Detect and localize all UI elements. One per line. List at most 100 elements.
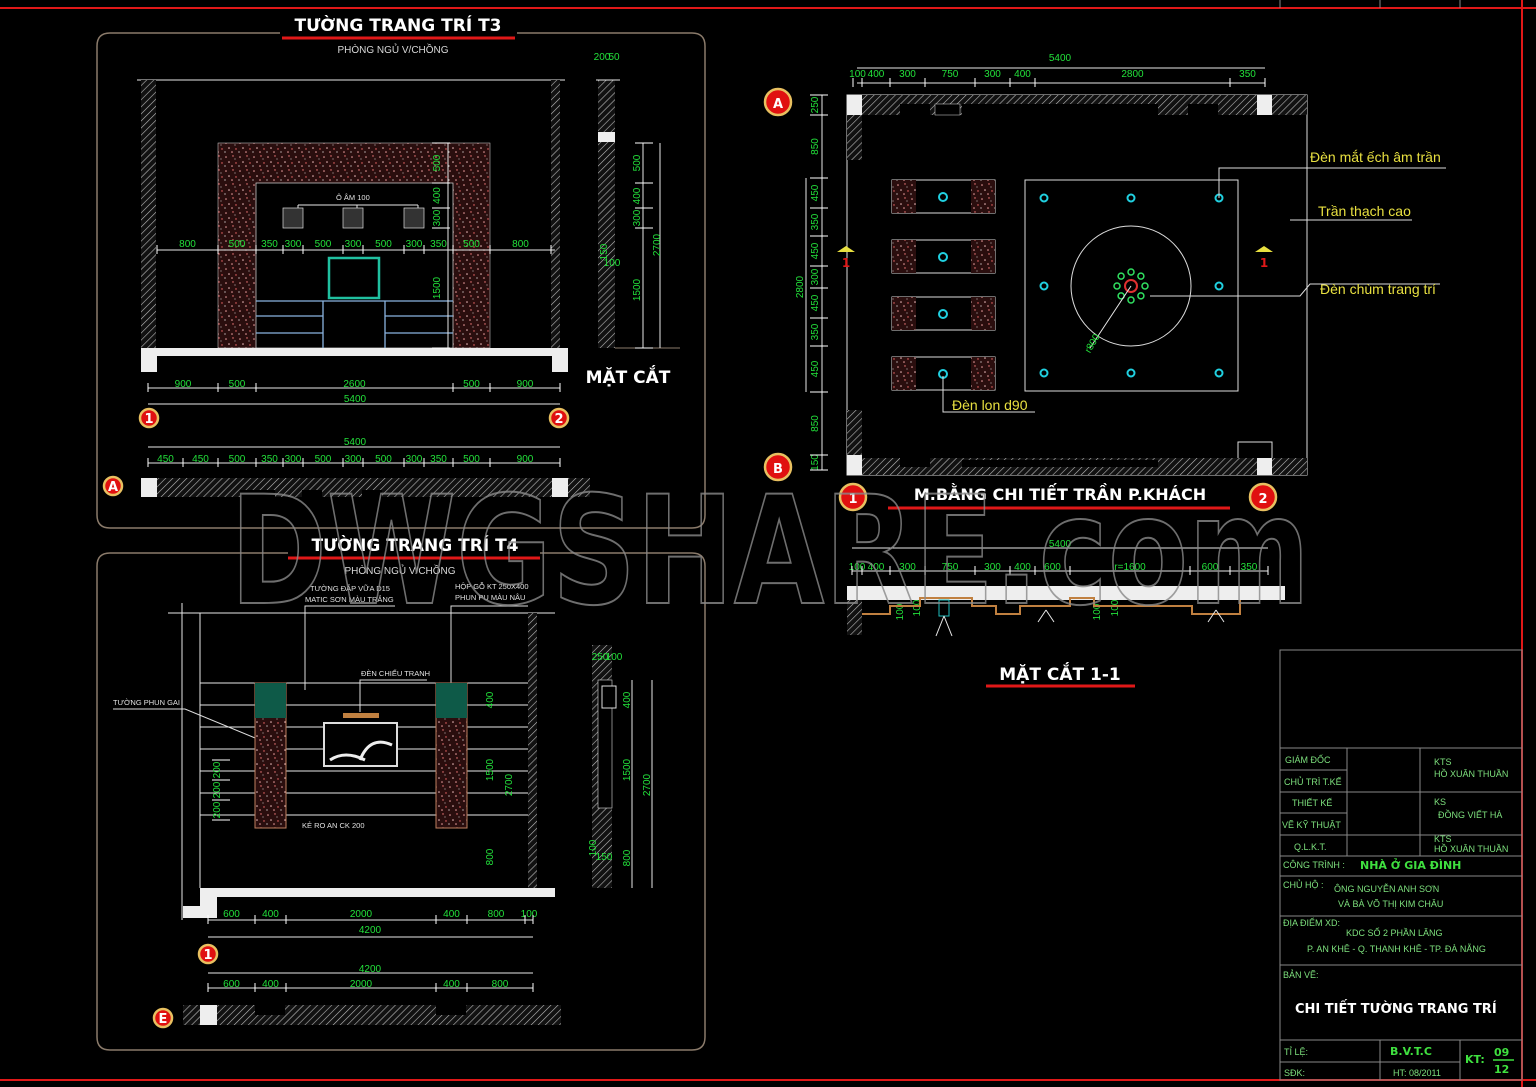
dimension-label: 1500 (632, 278, 643, 301)
dimension-label: 2700 (652, 233, 663, 256)
t3-subtitle: PHÒNG NGỦ V/CHỒNG (337, 43, 448, 56)
ceiling-axis-bubbles: A B 1 2 (763, 87, 1278, 512)
dimension-label: 100 (606, 652, 623, 663)
label-chandelier: Đèn chùm trang trí (1320, 281, 1436, 297)
dimension-label: 100 (1110, 599, 1121, 616)
svg-text:KTS: KTS (1434, 757, 1452, 767)
dimension-label: 100 (895, 603, 906, 620)
tb-director: GIÁM ĐỐC (1285, 754, 1331, 765)
dimension-label: 400 (443, 909, 460, 920)
watermark: DWGSHARE.com (230, 465, 1310, 639)
dimension-label: 800 (179, 239, 196, 250)
tb-owner-1: ÔNG NGUYỄN ANH SƠN (1334, 883, 1439, 894)
eyeball-light-icon (1039, 193, 1049, 203)
dimension-label: 400 (1014, 562, 1031, 573)
eyeball-light-icon (1214, 368, 1224, 378)
dimension-label: 200 (212, 801, 223, 818)
dimension-label: 800 (488, 909, 505, 920)
dimension-label: 500 (229, 239, 246, 250)
tb-name-1: HỒ XUÂN THUẦN (1434, 768, 1508, 779)
tb-date: HT: 08/2011 (1393, 1068, 1441, 1078)
ceiling-title: M.BẰNG CHI TIẾT TRẦN P.KHÁCH (914, 483, 1206, 504)
dimension-label: 350 (810, 323, 821, 340)
dimension-label: 350 (261, 454, 278, 465)
t3-dim-total: 5400 (344, 394, 367, 405)
dimension-label: 100 (849, 562, 866, 573)
dimension-label: 2800 (1121, 69, 1144, 80)
dimension-label: 450 (192, 454, 209, 465)
dimension-label: 600 (1202, 562, 1219, 573)
tb-sheet-total: 12 (1494, 1063, 1509, 1076)
svg-text:1: 1 (144, 412, 153, 427)
note-sprayed-wall: TƯỜNG PHUN GAI (113, 698, 180, 707)
tb-drafter: VẼ KỸ THUẬT (1282, 820, 1341, 830)
svg-text:E: E (159, 1012, 168, 1027)
section11-title: MẶT CẮT 1-1 (999, 661, 1120, 685)
dimension-label: 350 (810, 213, 821, 230)
dimension-label: 350 (1241, 562, 1258, 573)
dimension-label: 450 (810, 294, 821, 311)
note-wall-finish: MATIC SƠN MÀU TRẮNG (305, 595, 394, 604)
dimension-label: 350 (430, 239, 447, 250)
svg-text:KTS: KTS (1434, 834, 1452, 844)
tb-name-2: ĐỒNG VIẾT HÀ (1438, 809, 1502, 820)
dimension-label: 900 (175, 379, 192, 390)
downlights (891, 179, 996, 391)
tv-cabinet (256, 300, 453, 348)
dimension-label: 100 (604, 258, 621, 269)
dimension-label: 350 (261, 239, 278, 250)
t4-panel: TƯỜNG TRANG TRÍ T4 PHÒNG NGỦ V/CHỒNG TƯỜ… (96, 534, 706, 1051)
label-downlight: Đèn lon d90 (952, 397, 1028, 413)
dimension-label: 200 (212, 761, 223, 778)
tb-name-3: HỒ XUÂN THUẦN (1434, 843, 1508, 854)
title-block: GIÁM ĐỐC CHỦ TRÌ T.KẾ THIẾT KẾ VẼ KỸ THU… (1279, 649, 1523, 1081)
dimension-label: 2700 (504, 773, 515, 796)
tb-scale: TỈ LỆ: (1284, 1046, 1308, 1057)
dimension-label: 300 (345, 239, 362, 250)
note-picture-lamp: ĐÈN CHIẾU TRANH (361, 668, 430, 678)
svg-text:CHỦ HỘ :: CHỦ HỘ : (1283, 879, 1324, 890)
dimension-label: 900 (517, 379, 534, 390)
svg-text:B: B (773, 462, 783, 477)
tv-icon (327, 256, 381, 300)
svg-text:1: 1 (842, 256, 850, 270)
dimension-label: 100 (912, 599, 923, 616)
dimension-label: 450 (810, 242, 821, 259)
ceiling-dim-total: 5400 (1049, 53, 1072, 64)
ceiling-leaders (942, 167, 1446, 413)
dimension-label: 450 (157, 454, 174, 465)
svg-text:2: 2 (554, 412, 563, 427)
t4-title: TƯỜNG TRANG TRÍ T4 (311, 534, 518, 556)
dimension-label: 800 (492, 979, 509, 990)
svg-text:2: 2 (1258, 492, 1267, 507)
picture-frame (323, 722, 398, 767)
dimension-label: 900 (517, 454, 534, 465)
dimension-label: 300 (899, 562, 916, 573)
section-marks: 1 1 (837, 246, 1273, 270)
downlight-icon (938, 192, 948, 202)
dimension-label: 300 (632, 209, 643, 226)
dimension-label: 400 (262, 979, 279, 990)
dimension-label: 450 (810, 184, 821, 201)
note-wall: TƯỜNG ĐẮP VỮA D15 (310, 584, 390, 593)
t3-section-label: MẶT CẮT (586, 364, 671, 388)
dimension-label: 300 (984, 69, 1001, 80)
tb-project: NHÀ Ở GIA ĐÌNH (1360, 858, 1461, 872)
t3-panel: TƯỜNG TRANG TRÍ T3 PHÒNG NGỦ V/CHỒNG Ô Â… (96, 14, 706, 529)
dimension-label: 300 (406, 454, 423, 465)
dimension-label: 150 (810, 454, 821, 471)
dimension-label: 300 (899, 69, 916, 80)
svg-text:A: A (773, 97, 783, 112)
svg-text:A: A (108, 480, 118, 495)
dimension-label: 500 (463, 454, 480, 465)
dimension-label: 400 (443, 979, 460, 990)
note-groove: KẺ RO AN CK 200 (302, 821, 365, 830)
dimension-label: 500 (375, 239, 392, 250)
dimension-label: 2700 (642, 773, 653, 796)
chandelier-radius: r800 (1083, 332, 1103, 355)
niche-label: Ô ÂM 100 (336, 193, 370, 202)
section11-total: 5400 (1049, 539, 1072, 550)
